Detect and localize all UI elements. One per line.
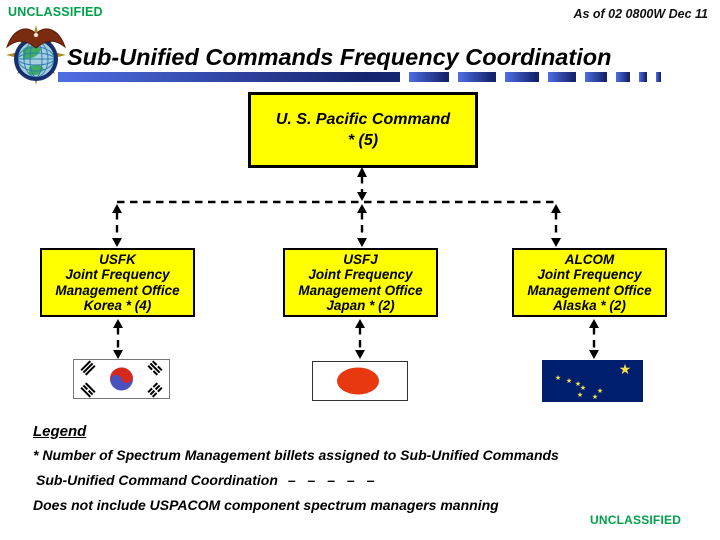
node-alcom: ALCOM Joint Frequency Management Office … [512, 248, 667, 317]
title-underline-bar [58, 72, 661, 82]
legend-heading: Legend [33, 423, 87, 440]
big-dipper-stars-icon: ★ ★ ★ ★ ★ ★ ★ ★ [555, 362, 631, 401]
node-uspacom-name: U. S. Pacific Command [275, 111, 451, 128]
japan-flag [312, 361, 408, 401]
south-korea-flag [73, 359, 170, 399]
connector-bus-to-usfk [112, 204, 122, 247]
svg-text:★: ★ [597, 387, 603, 395]
classification-banner-top: UNCLASSIFIED [8, 5, 103, 19]
node-usfj-name: USFJ [343, 251, 378, 267]
eagle-icon [5, 28, 67, 49]
svg-text:★: ★ [577, 391, 583, 399]
dashed-line-sample: – – – – – [287, 472, 379, 488]
node-usfk: USFK Joint Frequency Management Office K… [40, 248, 195, 317]
legend-billets-note: * Number of Spectrum Management billets … [33, 447, 559, 463]
svg-text:★: ★ [555, 374, 561, 382]
alaska-flag: ★ ★ ★ ★ ★ ★ ★ ★ [542, 360, 643, 402]
command-seal-logo [5, 25, 67, 85]
connector-usfj-to-flag [355, 319, 365, 359]
legend-manning-note: Does not include USPACOM component spect… [33, 497, 499, 513]
svg-text:★: ★ [619, 362, 632, 378]
connector-root-to-bus [357, 167, 367, 201]
node-usfj: USFJ Joint Frequency Management Office J… [283, 248, 438, 317]
svg-text:★: ★ [580, 384, 586, 392]
page-title: Sub-Unified Commands Frequency Coordinat… [67, 44, 612, 70]
legend-coordination-label: Sub-Unified Command Coordination [36, 472, 278, 488]
as-of-date: As of 02 0800W Dec 11 [573, 7, 708, 21]
svg-text:★: ★ [592, 393, 598, 401]
svg-text:★: ★ [566, 377, 572, 385]
svg-text:★: ★ [575, 380, 581, 388]
connector-bus-to-usfj [357, 204, 367, 247]
node-uspacom-billets: * (5) [347, 132, 379, 149]
node-alcom-name: ALCOM [564, 251, 615, 267]
connector-usfk-to-flag [113, 319, 123, 359]
classification-banner-bottom: UNCLASSIFIED [590, 513, 682, 527]
connector-bus-to-alcom [551, 204, 561, 247]
connector-alcom-to-flag [589, 319, 599, 359]
node-uspacom: U. S. Pacific Command * (5) [248, 92, 478, 168]
taegeuk-icon [110, 367, 133, 391]
globe-icon [18, 41, 54, 77]
node-usfk-name: USFK [99, 251, 136, 267]
hinomaru-icon [337, 367, 379, 395]
legend-coordination-item: Sub-Unified Command Coordination – – – – … [36, 472, 378, 488]
